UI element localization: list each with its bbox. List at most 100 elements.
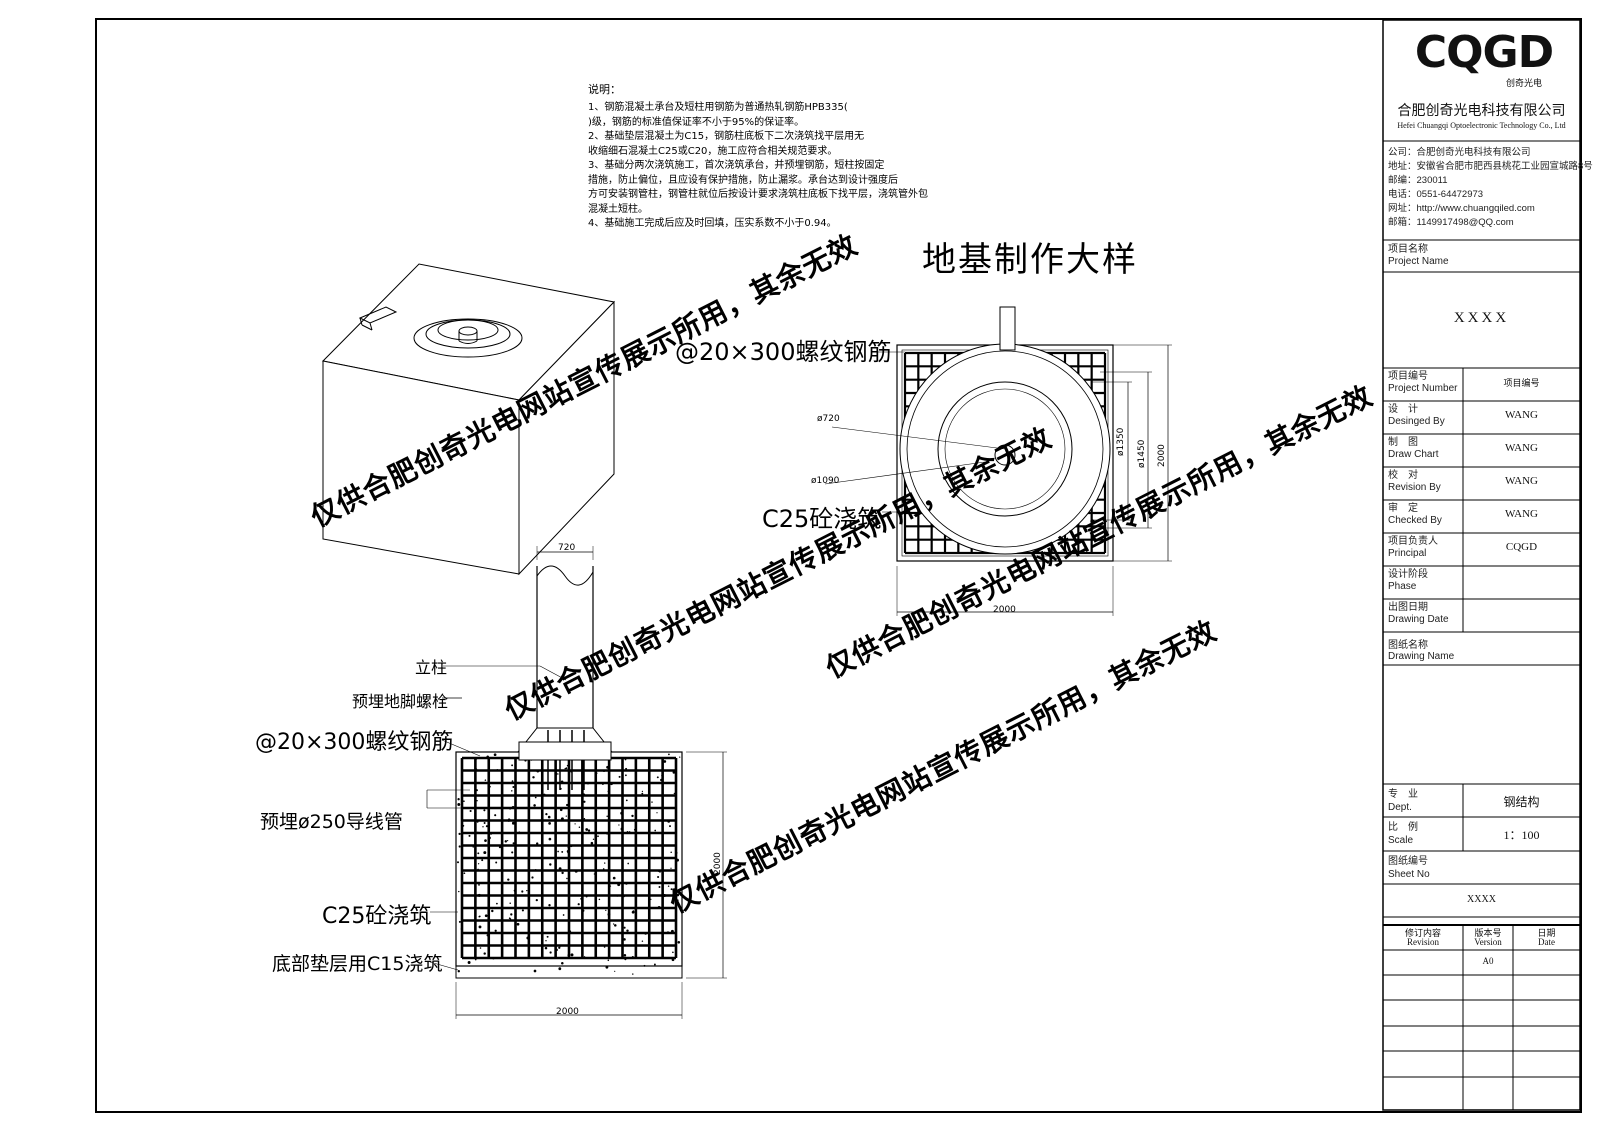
tb-row-label-en: Phase <box>1388 581 1417 592</box>
concrete-speckle <box>656 776 659 779</box>
tb-row-label: 校 对 <box>1388 470 1418 481</box>
plan-dia-720: ø720 <box>817 414 840 424</box>
concrete-speckle <box>549 863 552 866</box>
notes-heading: 说明： <box>588 83 621 96</box>
concrete-speckle <box>597 835 599 838</box>
contact-line: 邮编：230011 <box>1388 175 1448 186</box>
concrete-speckle <box>612 876 616 880</box>
tb-row-label: 项目编号 <box>1388 371 1428 382</box>
company-name-en: Hefei Chuangqi Optoelectronic Technology… <box>1397 121 1566 130</box>
concrete-speckle <box>557 850 559 853</box>
concrete-speckle <box>661 774 663 777</box>
section-view <box>426 546 727 1019</box>
rev-header-version-en: Version <box>1474 937 1502 947</box>
concrete-speckle <box>625 882 628 885</box>
concrete-speckle <box>487 818 491 822</box>
concrete-speckle <box>467 961 471 964</box>
concrete-speckle <box>634 783 637 785</box>
concrete-speckle <box>610 782 613 786</box>
concrete-speckle <box>672 951 674 954</box>
rev-header-revision-cn: 修订内容 <box>1404 928 1441 938</box>
concrete-speckle <box>521 890 524 893</box>
concrete-speckle <box>534 796 537 799</box>
concrete-speckle <box>614 924 617 927</box>
concrete-speckle <box>602 769 606 773</box>
concrete-speckle <box>624 758 627 761</box>
notes-line: 2、基础垫层混凝土为C15，钢筋柱底板下二次浇筑找平层用无 <box>588 131 865 142</box>
concrete-speckle <box>496 768 499 771</box>
concrete-speckle <box>675 852 678 854</box>
concrete-speckle <box>469 809 472 813</box>
contact-line: 网址：http://www.chuangqiled.com <box>1388 203 1535 214</box>
concrete-speckle <box>564 767 566 770</box>
dept-label-en: Dept. <box>1388 802 1412 813</box>
concrete-speckle <box>545 812 548 816</box>
concrete-speckle <box>654 829 657 832</box>
concrete-speckle <box>535 898 538 902</box>
tb-row-label: 出图日期 <box>1388 602 1428 613</box>
concrete-speckle <box>559 808 563 812</box>
concrete-speckle <box>478 925 482 929</box>
concrete-speckle <box>521 909 524 912</box>
concrete-speckle <box>670 851 672 853</box>
concrete-speckle <box>632 973 634 975</box>
rev-header-version-cn: 版本号 <box>1474 928 1502 938</box>
concrete-speckle <box>624 958 627 961</box>
concrete-speckle <box>587 829 591 832</box>
concrete-speckle <box>555 948 558 952</box>
concrete-speckle <box>546 935 549 938</box>
project-name-label-en: Project Name <box>1388 256 1449 267</box>
concrete-speckle <box>570 953 574 957</box>
concrete-speckle <box>603 946 606 948</box>
concrete-speckle <box>557 773 559 775</box>
concrete-speckle <box>516 922 520 926</box>
concrete-speckle <box>477 868 479 871</box>
plan-concrete-label: C25砼浇筑 <box>762 505 882 533</box>
concrete-speckle <box>548 904 551 907</box>
concrete-speckle <box>602 783 604 785</box>
concrete-speckle <box>653 963 656 966</box>
concrete-speckle <box>494 929 497 932</box>
concrete-speckle <box>673 792 676 795</box>
concrete-speckle <box>607 959 610 962</box>
notes-line: 方可安装钢管柱，钢管柱就位后按设计要求浇筑柱底板下找平层，浇筑管外包 <box>588 189 928 200</box>
concrete-speckle <box>626 929 629 932</box>
concrete-speckle <box>612 923 615 925</box>
company-logo: CQGD <box>1414 27 1554 78</box>
concrete-speckle <box>677 899 679 902</box>
concrete-speckle <box>474 958 477 961</box>
concrete-speckle <box>608 910 610 912</box>
concrete-speckle <box>493 753 497 757</box>
scale-label-en: Scale <box>1388 835 1414 846</box>
concrete-speckle <box>622 895 626 898</box>
plan-dia-1450: ø1450 <box>1137 439 1147 468</box>
tb-row-value: 项目编号 <box>1503 378 1540 388</box>
concrete-speckle <box>627 862 630 865</box>
company-logo-sub: 创奇光电 <box>1505 78 1542 88</box>
concrete-speckle <box>458 920 461 923</box>
concrete-speckle <box>525 806 528 809</box>
concrete-speckle <box>651 801 653 803</box>
concrete-speckle <box>604 862 606 864</box>
concrete-speckle <box>475 768 478 770</box>
concrete-speckle <box>460 927 463 930</box>
concrete-speckle <box>554 836 557 839</box>
concrete-speckle <box>620 827 624 831</box>
concrete-speckle <box>457 970 460 973</box>
concrete-speckle <box>511 851 514 854</box>
concrete-speckle <box>560 780 564 784</box>
concrete-speckle <box>567 851 570 854</box>
concrete-speckle <box>590 841 594 845</box>
concrete-speckle <box>558 946 561 949</box>
concrete-speckle <box>477 831 479 833</box>
contact-line: 电话：0551-64472973 <box>1388 189 1484 200</box>
concrete-speckle <box>511 790 513 792</box>
notes-line: 3、基础分两次浇筑施工，首次浇筑承台，并预埋钢筋，短柱按固定 <box>588 160 885 171</box>
isometric-foundation-view <box>321 263 616 576</box>
notes-line: 混凝土短柱。 <box>588 203 648 215</box>
tb-row-label: 制 图 <box>1388 437 1418 448</box>
concrete-speckle <box>511 780 514 782</box>
concrete-speckle <box>581 909 585 912</box>
contact-line: 邮箱：1149917498@QQ.com <box>1388 217 1514 228</box>
title-block-lines <box>1382 19 1581 1111</box>
